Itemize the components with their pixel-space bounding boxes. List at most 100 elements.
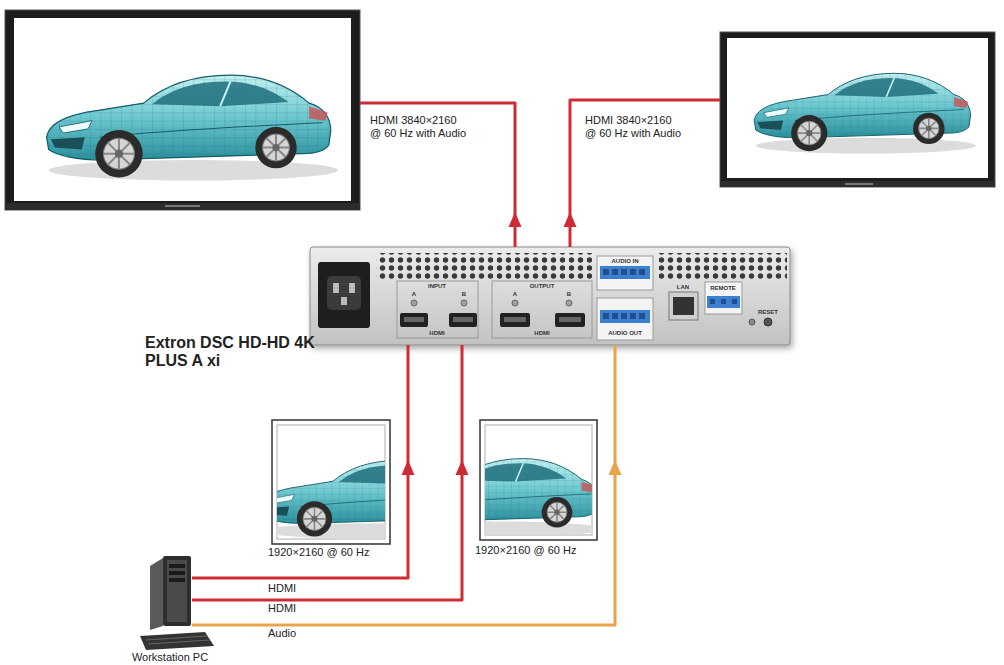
scaler-chassis-part xyxy=(630,313,636,319)
arrow-head xyxy=(509,212,522,227)
scaler-chassis-part xyxy=(449,313,477,327)
display-left-part xyxy=(5,10,360,210)
signal-cable xyxy=(360,103,515,247)
workstation-icon-part xyxy=(167,560,187,622)
scaler-chassis-part xyxy=(639,269,645,275)
panel-label: LAN xyxy=(677,284,689,290)
panel-label: HDMI xyxy=(429,330,444,336)
display-right-part xyxy=(727,38,988,178)
scaler-chassis-part xyxy=(341,297,347,305)
scaler-chassis-part xyxy=(512,300,518,306)
signal-label: Audio xyxy=(268,627,296,640)
scaler-chassis-part xyxy=(318,262,370,328)
signal-cable xyxy=(570,100,720,247)
display-right xyxy=(720,32,995,187)
workstation-icon-part xyxy=(140,632,214,650)
scaler-chassis-part xyxy=(764,318,772,326)
arrow-head xyxy=(402,460,415,475)
device-title: Extron DSC HD-HD 4K PLUS A xi xyxy=(145,334,315,370)
resolution-caption: 1920×2160 @ 60 Hz xyxy=(475,544,576,557)
pc-caption: Workstation PC xyxy=(132,651,208,664)
scaler-chassis-part xyxy=(349,283,355,293)
scaler-chassis-part xyxy=(411,300,417,306)
scaler-chassis-part xyxy=(404,317,424,322)
scaler-chassis-part xyxy=(597,298,653,340)
panel-label: A xyxy=(513,291,517,297)
panel-label: B xyxy=(462,291,466,297)
scaler-chassis-part xyxy=(603,313,609,319)
source-preview: 1920×2160 @ 60 Hz xyxy=(272,420,390,544)
display-right-part xyxy=(720,181,995,187)
scaler-chassis-part xyxy=(597,256,653,290)
scaler-chassis-part xyxy=(500,313,530,327)
panel-label: B xyxy=(567,291,571,297)
signal-cable xyxy=(192,345,462,600)
display-left-part xyxy=(28,38,338,193)
display-right-part xyxy=(845,183,873,185)
scaler-chassis-part xyxy=(612,313,618,319)
display-left-part xyxy=(5,203,360,210)
scaler-chassis-part xyxy=(400,313,428,327)
preview-a-part-part xyxy=(247,433,477,548)
display-right-part xyxy=(740,45,976,163)
scaler-chassis xyxy=(310,247,790,345)
panel-label: RESET xyxy=(758,309,778,315)
scaler-chassis-part xyxy=(707,296,740,308)
scaler-chassis-part xyxy=(603,269,609,275)
panel-label: A xyxy=(412,291,416,297)
display-left xyxy=(5,10,360,210)
panel-label: OUTPUT xyxy=(530,283,555,289)
workstation-pc: Workstation PC xyxy=(148,555,192,650)
workstation-icon-part xyxy=(169,578,185,582)
arrow-head xyxy=(564,212,577,227)
display-left-part xyxy=(14,18,351,201)
scaler-chassis-part xyxy=(621,313,627,319)
scaler-chassis-part xyxy=(310,247,790,345)
scaler-chassis-part xyxy=(333,283,339,293)
signal-label: HDMI 3840×2160 @ 60 Hz with Audio xyxy=(585,114,685,140)
workstation-icon-part xyxy=(169,564,185,568)
scaler-chassis-part xyxy=(669,292,698,320)
connector-group xyxy=(192,100,720,625)
preview-a-part xyxy=(247,433,477,548)
scaler-chassis-part xyxy=(461,300,467,306)
scaler-chassis-part xyxy=(721,299,726,304)
source-preview: 1920×2160 @ 60 Hz xyxy=(480,420,597,540)
display-right-part xyxy=(720,32,995,187)
signal-cable xyxy=(192,345,615,625)
scaler-chassis-part xyxy=(657,253,787,279)
scaler-device: Extron DSC HD-HD 4K PLUS A xi xyxy=(310,247,790,345)
scaler-chassis-part xyxy=(504,317,526,322)
display-monitor xyxy=(720,32,995,187)
workstation-icon-part xyxy=(169,571,185,575)
panel-label: AUDIO IN xyxy=(612,258,639,264)
arrow-head xyxy=(456,460,469,475)
scaler-chassis-part xyxy=(639,313,645,319)
scaler-chassis-part xyxy=(710,299,715,304)
scaler-chassis-part xyxy=(559,317,581,322)
workstation-icon xyxy=(140,556,214,650)
scaler-chassis-part xyxy=(376,253,592,279)
scaler-chassis-part xyxy=(327,276,361,310)
scaler-chassis-part xyxy=(566,300,572,306)
scaler-chassis-part xyxy=(600,266,650,279)
signal-label: HDMI 3840×2160 @ 60 Hz with Audio xyxy=(370,114,470,140)
scaler-chassis-part xyxy=(612,269,618,275)
panel-label: INPUT xyxy=(428,283,446,289)
signal-label: HDMI xyxy=(268,602,296,615)
scaler-chassis-part xyxy=(397,281,478,338)
scaler-chassis-part xyxy=(453,317,473,322)
scaler-chassis-part xyxy=(630,269,636,275)
arrowhead-group xyxy=(402,212,622,475)
scaler-chassis-part xyxy=(732,299,737,304)
resolution-caption: 1920×2160 @ 60 Hz xyxy=(268,546,369,559)
display-monitor xyxy=(5,10,360,210)
scaler-chassis-part xyxy=(705,282,742,314)
scaler-chassis-part xyxy=(673,297,694,315)
scaler-chassis-part xyxy=(555,313,585,327)
panel-label: HDMI xyxy=(534,330,549,336)
